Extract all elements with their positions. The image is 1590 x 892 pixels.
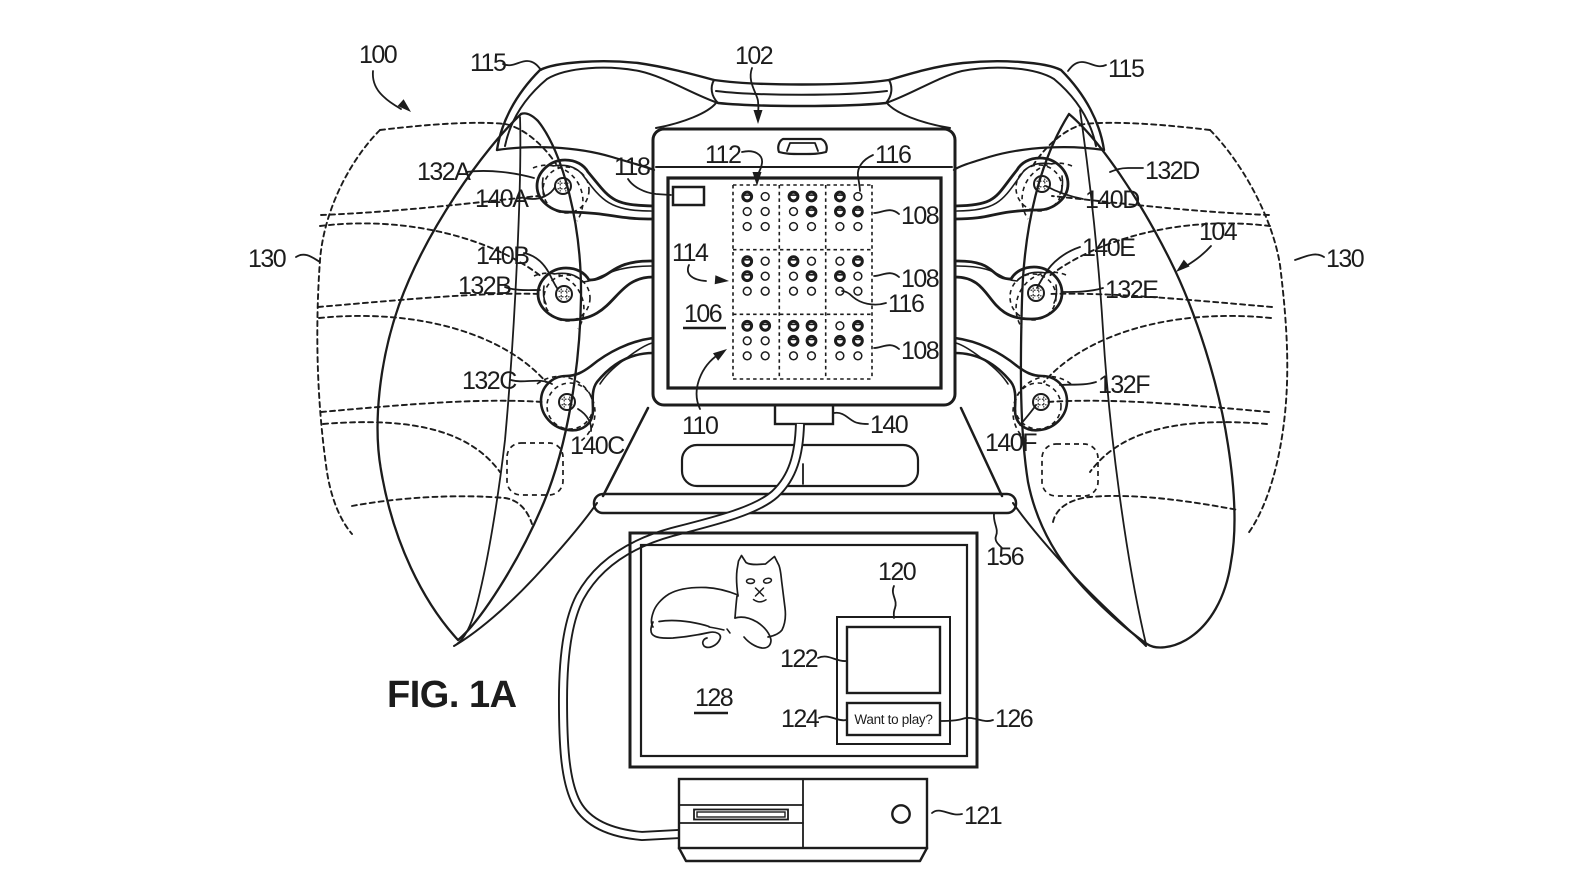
svg-text:132C: 132C bbox=[462, 367, 517, 395]
svg-text:FIG. 1A: FIG. 1A bbox=[387, 674, 517, 716]
svg-text:100: 100 bbox=[359, 41, 397, 69]
svg-text:106: 106 bbox=[684, 300, 722, 328]
svg-text:140E: 140E bbox=[1082, 234, 1135, 262]
svg-text:110: 110 bbox=[682, 412, 718, 440]
svg-text:108: 108 bbox=[901, 337, 939, 365]
svg-text:140F: 140F bbox=[985, 429, 1037, 457]
svg-text:112: 112 bbox=[705, 141, 741, 169]
svg-text:126: 126 bbox=[995, 705, 1033, 733]
svg-text:118: 118 bbox=[614, 153, 650, 181]
svg-text:124: 124 bbox=[781, 705, 820, 733]
svg-text:132E: 132E bbox=[1105, 276, 1158, 304]
svg-text:140D: 140D bbox=[1085, 186, 1139, 214]
svg-text:102: 102 bbox=[735, 42, 773, 70]
svg-text:132D: 132D bbox=[1145, 157, 1199, 185]
svg-text:140A: 140A bbox=[475, 185, 529, 213]
svg-text:122: 122 bbox=[780, 645, 818, 673]
svg-text:121: 121 bbox=[964, 802, 1002, 830]
svg-text:130: 130 bbox=[1326, 245, 1364, 273]
svg-text:132B: 132B bbox=[458, 272, 511, 300]
svg-text:140: 140 bbox=[870, 411, 908, 439]
svg-text:140C: 140C bbox=[570, 432, 625, 460]
svg-text:115: 115 bbox=[1108, 55, 1144, 83]
svg-text:130: 130 bbox=[248, 245, 286, 273]
svg-text:108: 108 bbox=[901, 265, 939, 293]
svg-text:132F: 132F bbox=[1098, 371, 1150, 399]
svg-text:116: 116 bbox=[888, 290, 924, 318]
svg-text:140B: 140B bbox=[476, 242, 529, 270]
svg-text:Want to play?: Want to play? bbox=[854, 712, 932, 727]
svg-text:128: 128 bbox=[695, 684, 733, 712]
svg-text:108: 108 bbox=[901, 202, 939, 230]
svg-text:116: 116 bbox=[875, 141, 911, 169]
svg-text:104: 104 bbox=[1199, 218, 1238, 246]
svg-text:132A: 132A bbox=[417, 158, 471, 186]
svg-text:114: 114 bbox=[672, 239, 709, 267]
svg-text:115: 115 bbox=[470, 49, 506, 77]
svg-text:156: 156 bbox=[986, 543, 1024, 571]
svg-text:120: 120 bbox=[878, 558, 916, 586]
